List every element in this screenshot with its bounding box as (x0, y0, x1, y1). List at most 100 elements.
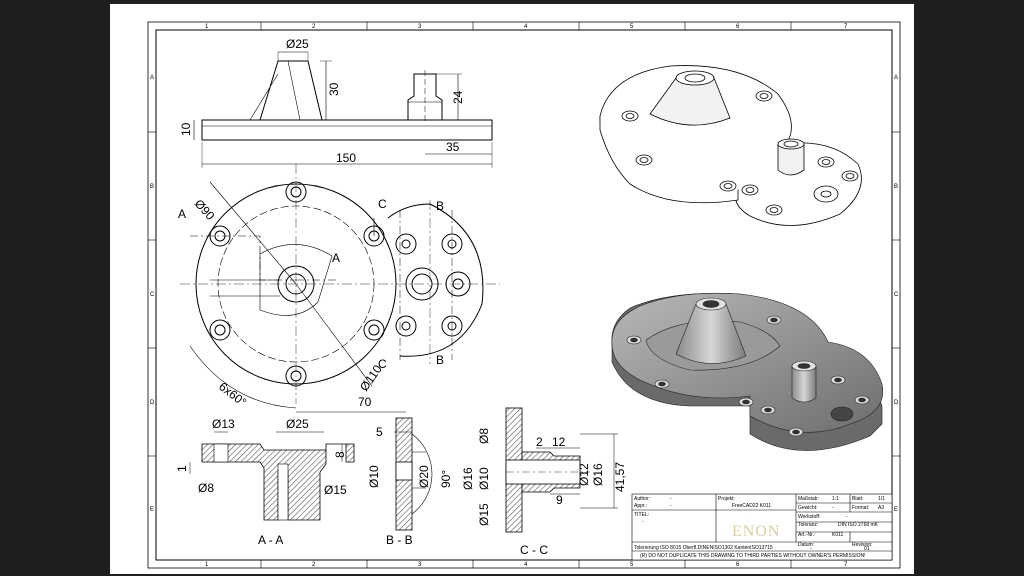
plan-view (180, 164, 500, 413)
dim-6x60: 6x60° (216, 379, 249, 409)
enon-logo: ENON (732, 523, 780, 540)
dim-bb-ang90: 90° (439, 470, 453, 488)
dim-aa-d25: Ø25 (286, 417, 309, 431)
zone-row-a-right: A (894, 75, 898, 81)
zone-col-3-bottom: 3 (418, 562, 422, 568)
zone-row-c-right: C (894, 292, 899, 298)
dim-cc-w12: 12 (552, 435, 566, 449)
section-cc-dims: Ø8 Ø16 Ø10 Ø15 2 12 Ø12 Ø16 9 41,57 (461, 428, 627, 526)
section-aa-dims: Ø13 Ø25 8 1 Ø8 Ø15 (175, 417, 347, 497)
marker-c-bottom: C (378, 357, 387, 371)
front-view-dims: Ø25 30 24 10 150 35 (179, 37, 465, 165)
title-block (631, 493, 893, 561)
zone-row-d: D (150, 400, 155, 406)
zone-row-b-right: B (894, 184, 898, 190)
iso-shaded-view (611, 292, 884, 451)
tb-werkstoff-value: - (846, 514, 848, 520)
dim-w70: 70 (358, 395, 372, 409)
zone-ticks (148, 22, 900, 568)
zone-col-6: 6 (736, 24, 740, 30)
tb-format-value: A3 (878, 505, 884, 511)
zone-row-e: E (150, 507, 154, 513)
zone-col-5: 5 (630, 24, 634, 30)
zone-col-1-bottom: 1 (205, 562, 209, 568)
dim-cc-h4157: 41,57 (613, 462, 627, 492)
zone-col-4: 4 (524, 24, 528, 30)
section-label-bb: B - B (386, 533, 413, 547)
dim-cc-d12: Ø12 (577, 463, 591, 486)
tb-werkstoff-label: Werkstoff: (798, 514, 820, 520)
tb-massstab-label: Maßstab: (798, 496, 819, 502)
tb-gewicht-value: - (832, 505, 834, 511)
dim-aa-h8: 8 (333, 451, 347, 458)
section-aa (189, 431, 355, 521)
inner-frame (155, 29, 893, 561)
dim-cc-d10: Ø10 (477, 467, 491, 490)
tb-titel-value: - (642, 519, 644, 525)
dim-cc-w2: 2 (536, 435, 543, 449)
tb-datum-value: - (810, 546, 812, 552)
tb-copyright: (R) DO NOT DUPLICATE THIS DRAWING TO THI… (640, 553, 866, 559)
tb-projekt-value: FreeCAD22 K011 (732, 503, 771, 509)
dim-h24: 24 (451, 90, 465, 104)
zone-row-b: B (150, 184, 154, 190)
zone-col-2: 2 (312, 24, 316, 30)
tb-revision-value: 01 (864, 546, 870, 552)
dim-h30: 30 (327, 82, 341, 96)
tb-toleranz-value: DIN ISO 2768 mK (838, 522, 879, 528)
outer-frame (147, 21, 901, 569)
zone-col-3: 3 (418, 24, 422, 30)
tb-massstab-value: 1:1 (832, 496, 839, 502)
tb-blatt-value: 1/1 (878, 496, 885, 502)
tb-revision-label: Revision: (852, 542, 873, 548)
marker-b-top: B (436, 199, 444, 213)
tb-format-label: Format: (852, 505, 869, 511)
dim-cc-w9: 9 (556, 493, 563, 507)
front-view (193, 51, 493, 168)
tb-appr-value: - (670, 503, 672, 509)
section-label-cc: C - C (520, 543, 548, 557)
dim-aa-d15: Ø15 (324, 483, 347, 497)
tb-artnr-value: K011 (832, 532, 844, 538)
zone-row-c: C (150, 292, 155, 298)
dim-aa-d13: Ø13 (212, 417, 235, 431)
dim-bb-d20: Ø20 (417, 465, 431, 488)
marker-c-top: C (378, 197, 387, 211)
section-markers: A A B B C C (178, 197, 444, 371)
section-cc (505, 407, 618, 533)
dim-w35: 35 (446, 140, 460, 154)
dim-t10: 10 (179, 122, 193, 136)
tb-author-label: Author: (634, 496, 650, 502)
dim-d90: Ø90 (192, 197, 218, 223)
dim-cc-d16r: Ø16 (591, 463, 605, 486)
zone-col-5-bottom: 5 (630, 562, 634, 568)
zone-row-e-right: E (894, 507, 898, 513)
tb-author-value: - (670, 496, 672, 502)
zone-labels: 1 2 3 4 5 6 7 1 2 3 4 5 6 7 A B C D E A … (150, 24, 899, 568)
drawing-sheet: 1 2 3 4 5 6 7 1 2 3 4 5 6 7 A B C D E A … (110, 4, 914, 574)
tb-toleranz-label: Toleranz: (798, 522, 818, 528)
tb-blatt-label: Blatt: (852, 496, 863, 502)
marker-a-left: A (178, 207, 186, 221)
tb-datum-label: Datum: (798, 542, 814, 548)
technical-drawing: 1 2 3 4 5 6 7 1 2 3 4 5 6 7 A B C D E A … (147, 21, 901, 569)
dim-aa-h1: 1 (175, 465, 189, 472)
dim-bb-d10: Ø10 (367, 465, 381, 488)
tb-tolerance-line: Tolerierung ISO 8015 Oberfl.DINENISO1302… (634, 545, 773, 551)
zone-col-6-bottom: 6 (736, 562, 740, 568)
zone-row-d-right: D (894, 400, 899, 406)
tb-appr-label: Appr.: (634, 503, 647, 509)
zone-row-a: A (150, 75, 154, 81)
dim-cc-d16: Ø16 (461, 467, 475, 490)
dim-bb-t5: 5 (376, 425, 383, 439)
dim-d25-top: Ø25 (286, 37, 309, 51)
tb-gewicht-label: Gewicht: (798, 505, 817, 511)
title-block-text: Author: - Appr.: - Projekt: FreeCAD22 K0… (634, 496, 885, 559)
section-bb-dims: 5 Ø10 Ø20 90° (367, 425, 453, 488)
section-bb (394, 417, 433, 531)
zone-col-7: 7 (844, 24, 848, 30)
zone-col-2-bottom: 2 (312, 562, 316, 568)
marker-b-bottom: B (436, 353, 444, 367)
tb-projekt-label: Projekt: (718, 496, 735, 502)
dim-w150: 150 (336, 151, 356, 165)
